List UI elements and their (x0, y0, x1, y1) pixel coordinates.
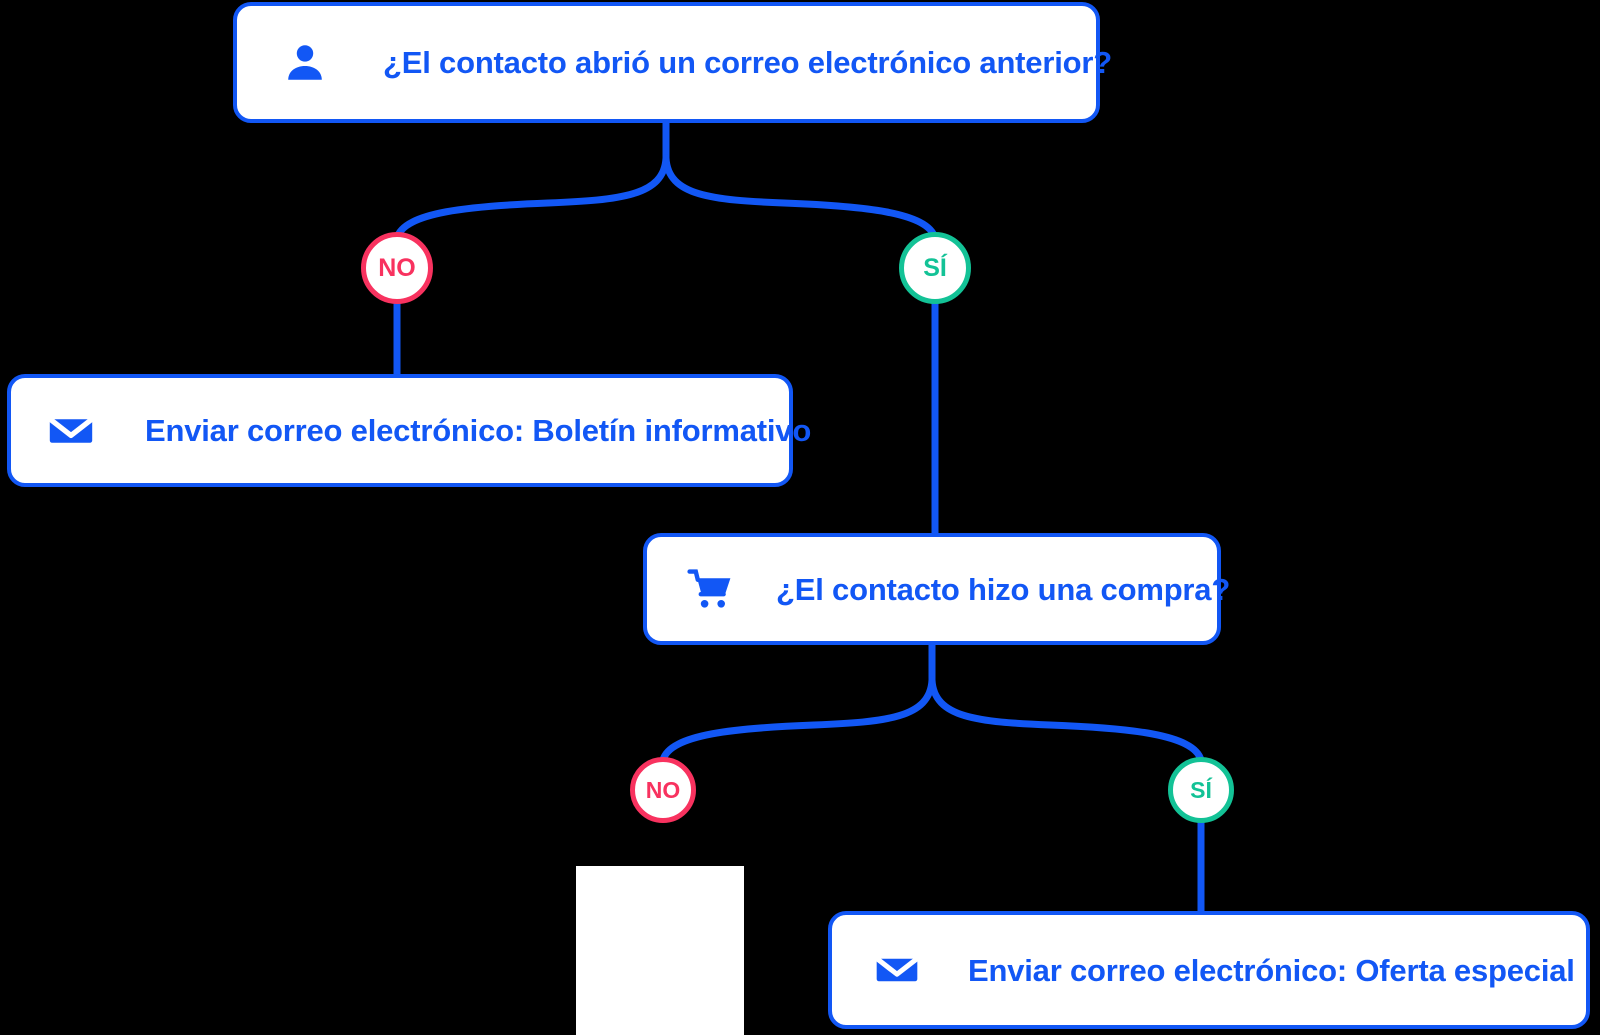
branch-pill-label: SÍ (923, 253, 947, 282)
branch-pill-no-1[interactable]: NO (361, 232, 433, 304)
branch-pill-si-1[interactable]: SÍ (899, 232, 971, 304)
envelope-icon (47, 407, 95, 455)
node-label: Enviar correo electrónico: Oferta especi… (968, 952, 1575, 988)
node-label: ¿El contacto hizo una compra? (776, 571, 1231, 607)
edge-q2-to-si (928, 676, 1205, 764)
branch-pill-si-2[interactable]: SÍ (1168, 757, 1234, 823)
node-question-opened-email[interactable]: ¿El contacto abrió un correo electrónico… (233, 2, 1112, 123)
branch-pill-no-2[interactable]: NO (630, 757, 696, 823)
edge-q1-to-no (393, 154, 670, 242)
edge-q2-to-no (659, 676, 936, 764)
node-action-send-special-offer[interactable]: Enviar correo electrónico: Oferta especi… (828, 911, 1590, 1029)
branch-pill-label: NO (378, 253, 416, 282)
clipped-node-plate (576, 866, 744, 1035)
edge-q1-to-si (662, 154, 939, 242)
node-action-send-newsletter[interactable]: Enviar correo electrónico: Boletín infor… (7, 374, 811, 487)
node-question-made-purchase[interactable]: ¿El contacto hizo una compra? (643, 533, 1230, 645)
node-label: Enviar correo electrónico: Boletín infor… (145, 413, 812, 448)
branch-pill-label: NO (645, 776, 681, 803)
shopping-cart-icon (686, 565, 734, 613)
envelope-icon (874, 947, 920, 993)
branch-pill-label: SÍ (1190, 776, 1212, 803)
person-icon (281, 39, 329, 87)
node-label: ¿El contacto abrió un correo electrónico… (383, 45, 1112, 80)
